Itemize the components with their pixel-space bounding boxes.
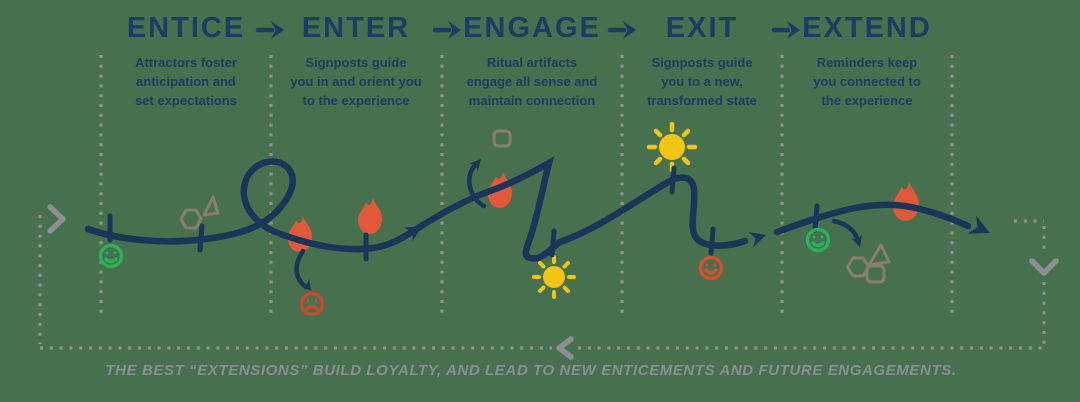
chevron-down-icon <box>1029 258 1059 276</box>
direction-arrow-icon <box>748 227 769 248</box>
stage-extend: EXTEND Reminders keep you connected to t… <box>777 10 957 110</box>
dotted-grid <box>38 55 1046 350</box>
stage-title: ENTER <box>301 12 411 44</box>
stage-description: Signposts guide you in and orient you to… <box>290 55 422 108</box>
branch-arrow-up <box>467 161 487 209</box>
branch-arrow-down <box>294 248 309 290</box>
stage-description: Signposts guide you to a new, transforme… <box>647 55 757 108</box>
sad-face-icon <box>299 291 325 317</box>
journey-line <box>84 156 972 262</box>
tick <box>197 223 205 253</box>
stage-title: EXTEND <box>802 12 932 44</box>
stage-title: ENGAGE <box>463 12 601 44</box>
stage-description: Ritual artifacts engage all sense and ma… <box>466 55 598 108</box>
square-icon <box>865 264 886 284</box>
triangle-icon <box>867 243 891 267</box>
stage-enter: ENTER Signposts guide you in and orient … <box>266 10 446 110</box>
caption: THE BEST “EXTENSIONS” BUILD LOYALTY, AND… <box>105 362 957 379</box>
stage-title: ENTICE <box>126 12 246 44</box>
sun-icon <box>646 121 698 173</box>
flame-icon <box>893 182 919 221</box>
stage-arrow-icon <box>255 21 284 39</box>
stage-arrow-icon <box>432 21 461 39</box>
direction-arrow-icon <box>967 215 995 243</box>
sun-icon <box>532 255 576 299</box>
journey-ticks <box>107 165 820 262</box>
triangle-icon <box>202 195 220 217</box>
journey-path-main <box>84 156 749 262</box>
happy-face-icon <box>698 255 724 281</box>
stage-title: EXIT <box>665 12 739 44</box>
tick <box>669 165 677 195</box>
stage-arrow-icon <box>607 21 636 39</box>
journey-path-extend <box>773 201 972 236</box>
branch-arrow-down <box>831 218 861 244</box>
hexagon-icon <box>846 256 870 278</box>
happy-face-icon <box>805 227 831 253</box>
stage-description: Attractors foster anticipation and set e… <box>135 55 237 108</box>
stage-entice: ENTICE Attractors foster anticipation an… <box>96 10 276 110</box>
artifact-square-icon <box>492 129 512 148</box>
stage-exit: EXIT Signposts guide you to a new, trans… <box>612 10 792 110</box>
tick <box>708 226 716 256</box>
reminder-shapes-icon <box>846 243 891 284</box>
chevron-left-icon <box>556 336 574 360</box>
chevron-right-icon <box>47 204 66 234</box>
stage-arrow-icon <box>771 21 800 39</box>
stage-engage: ENGAGE Ritual artifacts engage all sense… <box>442 10 622 110</box>
tick <box>812 203 820 233</box>
stage-description: Reminders keep you connected to the expe… <box>813 55 921 108</box>
tick <box>549 228 557 258</box>
happy-face-icon <box>98 243 124 269</box>
hexagon-icon <box>179 208 203 230</box>
flame-icon <box>288 216 312 252</box>
attractor-shapes-icon <box>179 195 220 230</box>
flame-icon <box>358 198 382 234</box>
